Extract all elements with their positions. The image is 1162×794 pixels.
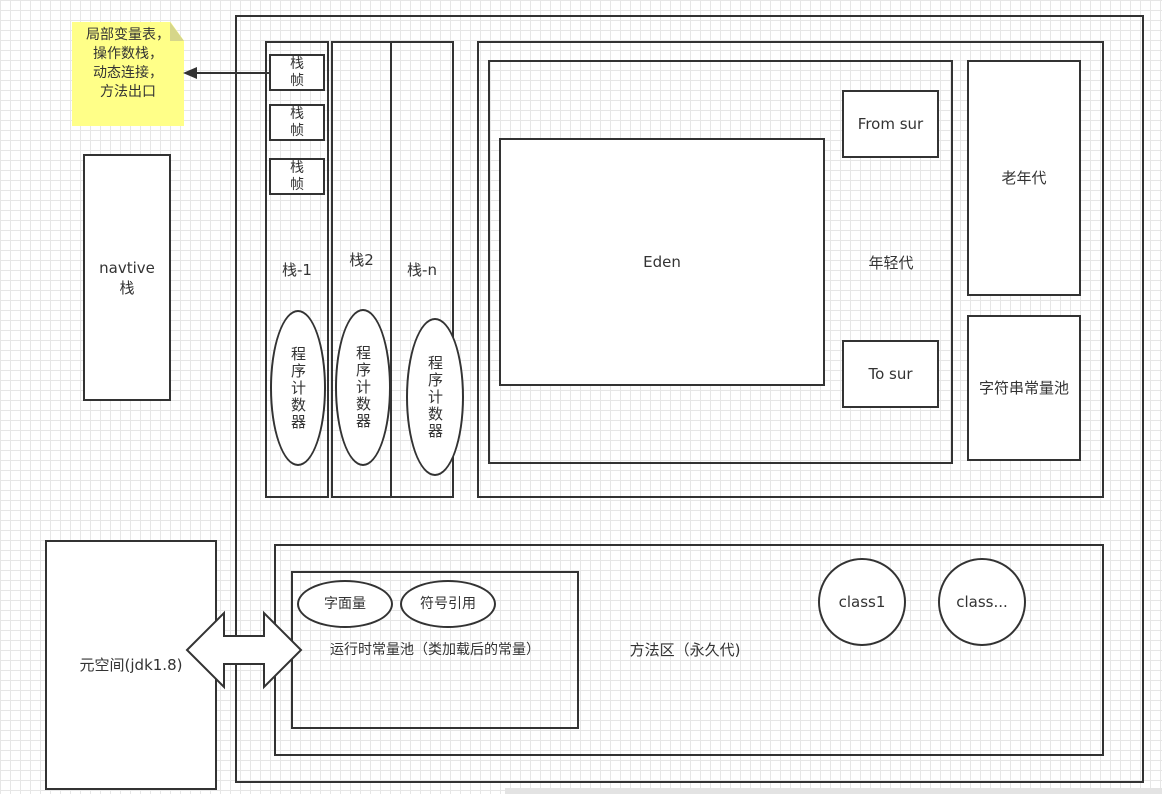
stack-n-label: 栈-n: [407, 261, 437, 279]
symbol-reference: 符号引用: [400, 580, 496, 628]
stack-n: [390, 41, 454, 498]
method-area-label: 方法区（永久代): [629, 641, 741, 659]
program-counter: 程序计数器: [270, 310, 326, 466]
native-stack: navtive 栈: [83, 154, 171, 401]
string-constant-pool: 字符串常量池: [967, 315, 1081, 461]
stack-frame: 栈帧: [269, 54, 325, 91]
literal: 字面量: [297, 580, 393, 628]
young-generation-label: 年轻代: [868, 254, 914, 272]
to-survivor: To sur: [842, 340, 939, 408]
from-survivor: From sur: [842, 90, 939, 158]
eden: Eden: [499, 138, 825, 386]
young-generation: [488, 60, 953, 464]
stack-frame: 栈帧: [269, 104, 325, 141]
metaspace-label: 元空间(jdk1.8): [79, 656, 183, 674]
note-arrowhead: [183, 67, 197, 79]
runtime-constant-pool-label: 运行时常量池（类加载后的常量）: [330, 642, 540, 658]
metaspace: 元空间(jdk1.8): [45, 540, 217, 790]
stack-1-label: 栈-1: [282, 261, 312, 279]
class-more: class...: [938, 558, 1026, 646]
class-1: class1: [818, 558, 906, 646]
heap: [477, 41, 1104, 498]
stack-frame: 栈帧: [269, 158, 325, 195]
stack-1: [265, 41, 329, 498]
program-counter: 程序计数器: [406, 318, 464, 476]
jvm-container: [235, 15, 1144, 783]
stack-2-label: 栈2: [349, 251, 374, 269]
native-stack-label: navtive 栈: [99, 258, 155, 297]
sticky-note: 局部变量表， 操作数栈， 动态连接， 方法出口: [72, 22, 184, 126]
double-arrow: [185, 610, 303, 690]
horizontal-scrollbar[interactable]: [505, 788, 1162, 794]
old-generation: 老年代: [967, 60, 1081, 296]
